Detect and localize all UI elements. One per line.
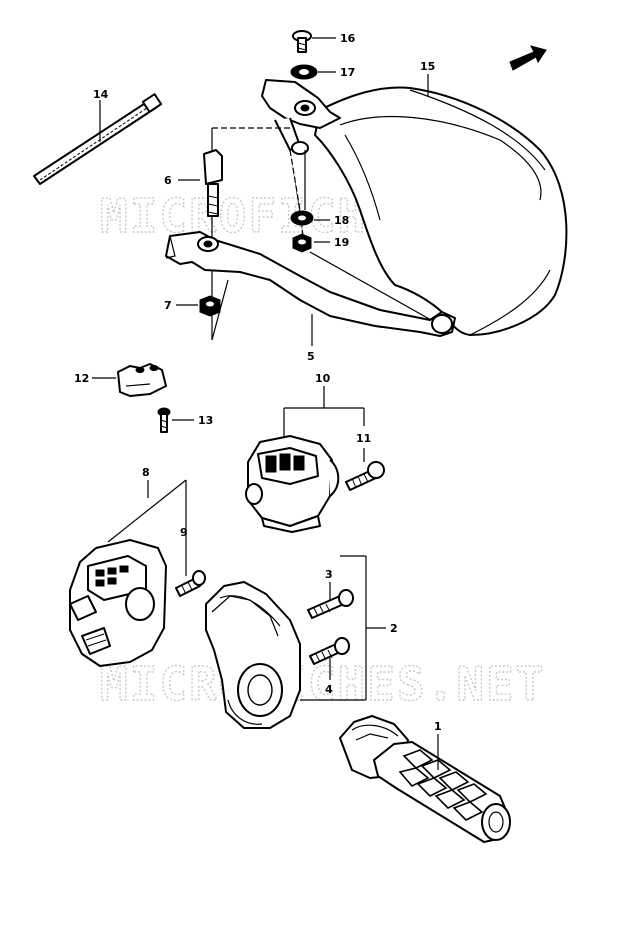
left-switch-screw-drawing — [175, 570, 206, 597]
callout-5: 5 — [307, 350, 315, 363]
callout-17: 17 — [340, 66, 355, 79]
callout-9: 9 — [180, 526, 188, 539]
leader-2 — [300, 555, 386, 701]
callout-7: 7 — [164, 299, 172, 312]
clutch-switch-screw-drawing — [157, 407, 171, 433]
direction-arrow-icon — [509, 45, 547, 71]
callout-13: 13 — [198, 414, 213, 427]
left-switch-drawing — [69, 539, 167, 667]
callout-3: 3 — [325, 568, 333, 581]
cable-tie-drawing — [33, 93, 163, 185]
callout-12: 12 — [74, 372, 89, 385]
throttle-grip-drawing — [339, 715, 511, 843]
throttle-housing-drawing — [205, 581, 301, 729]
callout-1: 1 — [434, 720, 442, 733]
callout-6: 6 — [164, 174, 172, 187]
pivot-bolt-drawing — [203, 149, 223, 217]
leader-10 — [283, 386, 365, 440]
housing-screw-long-drawing — [307, 589, 354, 619]
housing-screw-short-drawing — [309, 637, 350, 665]
clutch-switch-drawing — [117, 363, 167, 397]
washer-lower-drawing — [290, 210, 314, 226]
guard-washer-drawing — [290, 64, 318, 80]
callout-16: 16 — [340, 32, 356, 45]
callout-2: 2 — [390, 622, 398, 635]
callout-10: 10 — [315, 372, 331, 385]
hand-guard-drawing — [314, 86, 568, 336]
clutch-lever-drawing — [165, 231, 456, 337]
callout-15: 15 — [420, 60, 435, 73]
leader-8 — [107, 479, 187, 543]
right-switch-drawing — [245, 435, 340, 533]
watermark-bottom: MICROFICHES.NET — [100, 657, 545, 711]
callout-8: 8 — [142, 466, 150, 479]
callout-18: 18 — [334, 214, 349, 227]
guard-nut-drawing — [292, 233, 312, 253]
callout-14: 14 — [93, 88, 109, 101]
callout-11: 11 — [356, 432, 371, 445]
callout-4: 4 — [325, 683, 333, 696]
guard-bracket-drawing — [261, 79, 341, 155]
guard-screw-drawing — [292, 30, 312, 53]
callout-19: 19 — [334, 236, 349, 249]
lever-nut-drawing — [199, 295, 221, 317]
right-switch-screw-drawing — [345, 461, 385, 491]
